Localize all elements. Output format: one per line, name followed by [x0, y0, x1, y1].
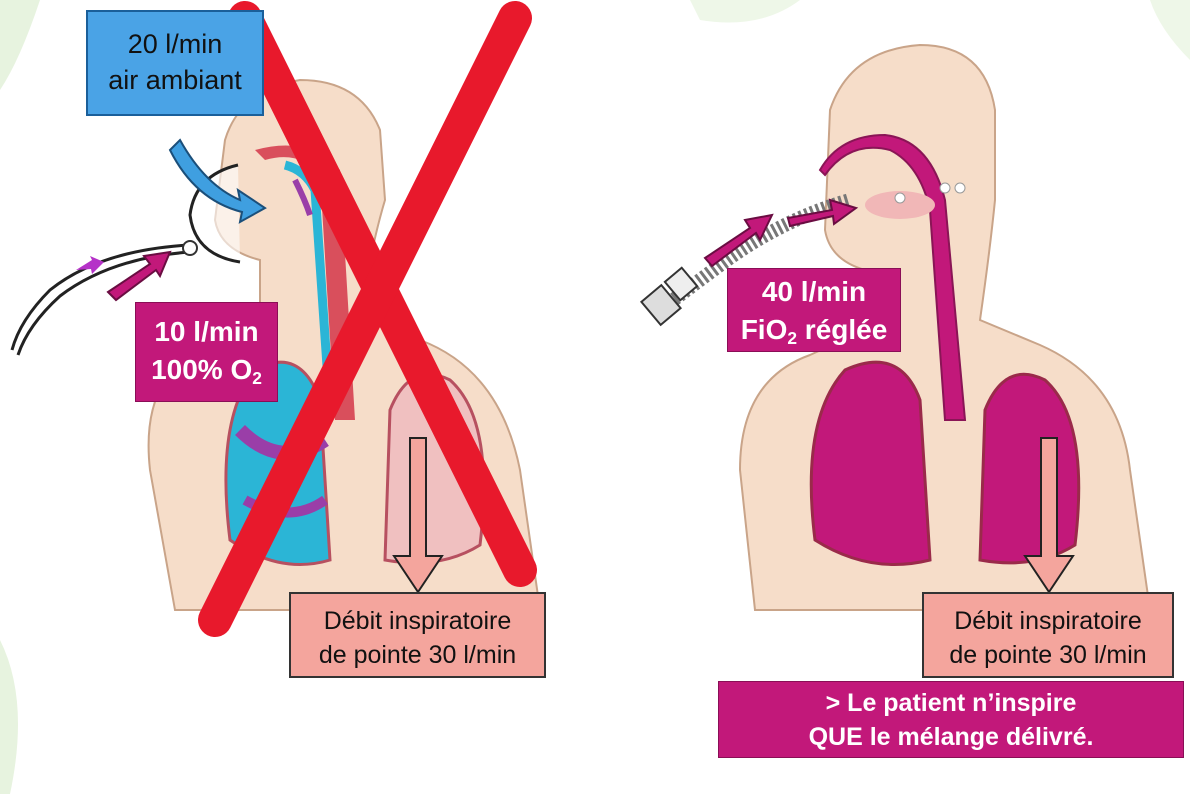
right-peak-flow-label: Débit inspiratoire de pointe 30 l/min	[922, 592, 1174, 678]
left-peak-flow-label: Débit inspiratoire de pointe 30 l/min	[289, 592, 546, 678]
conclusion-banner: > Le patient n’inspire QUE le mélange dé…	[718, 681, 1184, 758]
oxygen-label: 10 l/min 100% O2	[135, 302, 278, 402]
room-air-label: 20 l/min air ambiant	[86, 10, 264, 116]
fio2-setting: FiO2 réglée	[728, 311, 900, 349]
high-flow-rate: 40 l/min	[728, 273, 900, 311]
oxygen-concentration: 100% O2	[136, 351, 277, 389]
right-lung-left	[980, 374, 1079, 563]
room-air-text: air ambiant	[88, 62, 262, 98]
oxygen-flow: 10 l/min	[136, 313, 277, 351]
right-lung-right	[811, 362, 930, 564]
room-air-flow: 20 l/min	[88, 26, 262, 62]
flow-arrow-1	[705, 215, 772, 266]
fio2-label: 40 l/min FiO2 réglée	[727, 268, 901, 352]
